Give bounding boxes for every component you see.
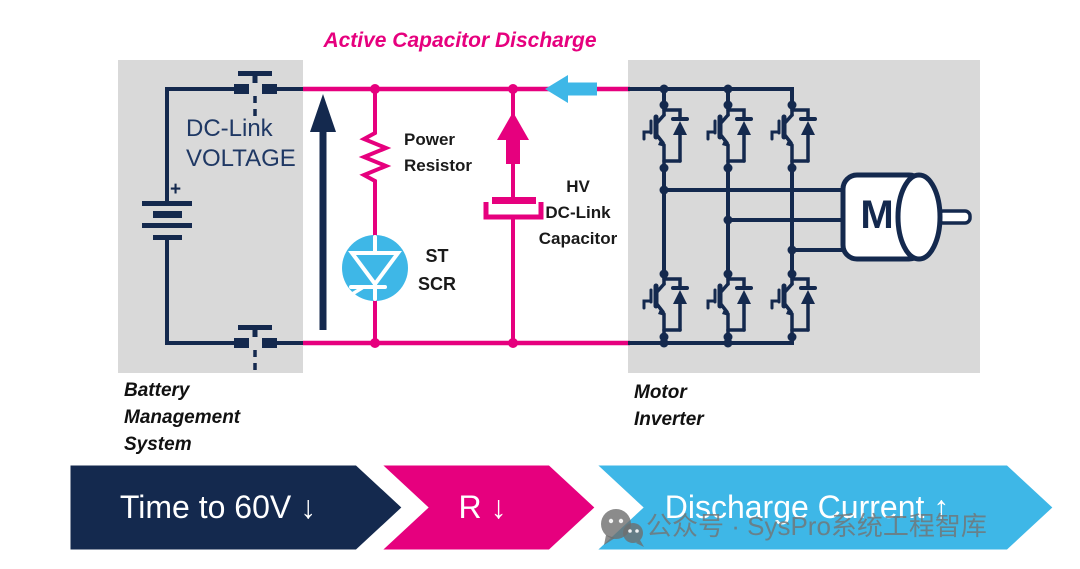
hv-dc-link-capacitor-label: HV DC-Link Capacitor	[538, 177, 618, 248]
current-flow-arrow-icon	[545, 75, 597, 103]
battery-management-system-label: Battery Management System	[124, 380, 241, 455]
resistor-zigzag-icon	[358, 131, 392, 183]
r-chevron	[370, 460, 602, 555]
motor-inverter-label: Motor Inverter	[634, 382, 704, 430]
st-scr-label: ST SCR	[417, 246, 456, 294]
power-resistor-label: Power Resistor	[404, 130, 473, 175]
discharge-current-chevron	[585, 460, 1060, 555]
rail-junctions	[370, 84, 518, 348]
wechat-icon	[601, 509, 644, 547]
time-to-60v-chevron	[65, 460, 409, 555]
inverter-rails	[628, 87, 854, 345]
inverter-junctions	[659, 84, 797, 348]
watermark-text: 公众号 · SysPro系统工程智库	[646, 511, 987, 541]
bms-box	[118, 60, 303, 373]
motor-icon	[840, 172, 972, 262]
capacitor-icon	[483, 197, 544, 220]
discharge-up-arrow-icon	[497, 112, 529, 164]
scr-icon	[338, 235, 408, 301]
diagram-title: Active Capacitor Discharge	[323, 29, 597, 52]
battery-circuit	[165, 87, 305, 345]
battery-icon	[142, 201, 192, 240]
banner-r-label: R ↓	[458, 489, 507, 525]
motor-m-label: M	[860, 193, 894, 237]
battery-plus-sign: +	[170, 179, 182, 200]
dc-link-voltage-arrow-icon	[310, 94, 336, 330]
banner-discharge-current-label: Discharge Current ↑	[664, 489, 950, 525]
banner-time-to-60v-label: Time to 60V ↓	[119, 489, 317, 525]
dc-link-voltage-label: DC-Link VOLTAGE	[186, 115, 296, 172]
banner-chevrons	[65, 460, 1060, 555]
power-resistor-branch	[358, 87, 392, 345]
